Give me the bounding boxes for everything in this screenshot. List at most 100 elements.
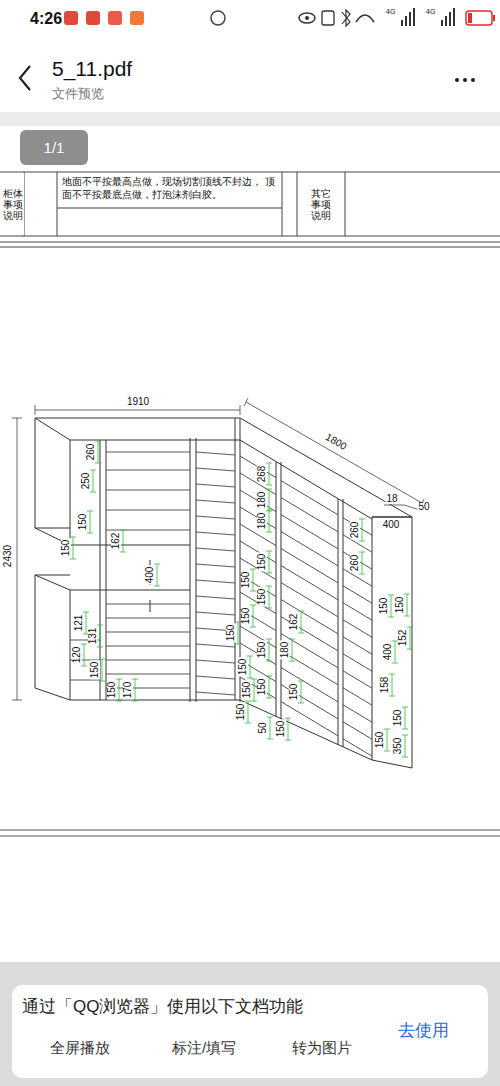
- dimension: 180: [257, 491, 267, 510]
- cell-text: 1/1: [44, 139, 65, 156]
- overall-dimension-lines-part: [384, 505, 420, 510]
- shelf-line: [240, 677, 276, 699]
- shelf-line: [343, 722, 372, 739]
- shelf-line: [343, 739, 372, 756]
- page-separator-part: [0, 830, 500, 836]
- status-icons-part: [402, 8, 414, 26]
- dimension: 150: [242, 681, 252, 700]
- cabinet-outline-part: [190, 438, 196, 702]
- shelf-line: [343, 637, 372, 654]
- shelf-line: [343, 620, 372, 637]
- cell-text: 其它 事项 说明: [311, 188, 331, 221]
- cabinet-outline-part: [100, 440, 106, 700]
- dimension: 400: [383, 643, 393, 662]
- dimension: 150: [78, 513, 88, 532]
- dimension: 150: [90, 661, 100, 680]
- signal-label: 4G: [426, 8, 435, 15]
- dimension: 150: [289, 683, 299, 702]
- status-icons-part: [466, 11, 492, 25]
- shelf-line: [240, 490, 276, 512]
- banner-text: 通过「QQ浏览器」使用以下文档功能: [22, 998, 303, 1017]
- cell-text: 柜体 事项 说明: [3, 188, 23, 221]
- shelf-line: [196, 564, 235, 567]
- dimension: 150: [61, 539, 71, 558]
- dimension: 150: [257, 678, 267, 697]
- shelf-line: [343, 688, 372, 705]
- dimension: 150: [257, 553, 267, 572]
- dimension: 268: [257, 465, 267, 484]
- shelf-line: [196, 580, 235, 583]
- shelf-line: [196, 596, 235, 599]
- feature-label: 标注/填写: [172, 1040, 236, 1057]
- shelf-line: [281, 634, 338, 668]
- dimension: 150: [379, 597, 389, 616]
- shelf-line: [281, 668, 338, 702]
- status-icons-part: [86, 11, 100, 25]
- status-icons-part: [493, 15, 495, 21]
- shelf-line: [106, 632, 190, 633]
- shelf-line: [196, 484, 235, 487]
- dimension: 180: [280, 641, 290, 660]
- dimension: 260: [350, 554, 360, 573]
- status-icons-part: [442, 8, 454, 26]
- dimension: 260: [86, 443, 96, 462]
- shelf-line: [343, 586, 372, 603]
- dimension: 150: [241, 571, 251, 590]
- shelf-line: [196, 644, 235, 647]
- shelf-line: [196, 660, 235, 663]
- cabinet-outline: [35, 418, 412, 768]
- status-icons-part: [108, 11, 122, 25]
- shelf-line: [196, 452, 235, 455]
- dimension: 150: [257, 641, 267, 660]
- overall-dimension-lines: [12, 398, 424, 700]
- overall-dimension-lines-part: [12, 418, 22, 700]
- feature-label: 全屏播放: [50, 1040, 110, 1057]
- banner-action: 去使用: [398, 1022, 449, 1041]
- dimension: 50: [258, 721, 268, 734]
- shelf-line: [281, 566, 338, 600]
- page-ground-part: [0, 962, 500, 1086]
- dimension: 400: [382, 520, 401, 530]
- shelf-line: [281, 549, 338, 583]
- cabinet-outline-part: [70, 700, 372, 760]
- dimension: 250: [81, 472, 91, 491]
- cabinet-outline-part: [276, 462, 343, 747]
- shelf-line: [196, 500, 235, 503]
- shelf-line: [196, 692, 235, 695]
- shelf-line: [343, 705, 372, 722]
- dimension: 152: [398, 629, 408, 648]
- status-time: 4:26: [30, 11, 62, 27]
- page-indicator: 1/1: [20, 130, 88, 165]
- signal-label: 4G: [386, 8, 395, 15]
- dimension: 150: [276, 720, 286, 739]
- status-icons-part: [356, 15, 374, 22]
- cell-text: 地面不平按最高点做，现场切割顶线不封边， 顶面不平按最底点做，打泡沫剂白胶。: [62, 175, 277, 201]
- cabinet-outline-part: [35, 418, 70, 545]
- cabinet-outline-part: [35, 528, 190, 590]
- shelf-line: [343, 671, 372, 688]
- shelf-line: [106, 646, 190, 647]
- dimension: 50: [417, 502, 430, 512]
- header-icons-part: [471, 78, 475, 82]
- shelf-line: [281, 583, 338, 617]
- overall-dimension-lines-part: [244, 398, 424, 507]
- dimension: 150: [395, 596, 405, 615]
- shelf-line: [343, 654, 372, 671]
- cabinet-outline-part: [70, 440, 372, 519]
- status-icons-part: [130, 11, 144, 25]
- status-icons-part: [211, 11, 225, 25]
- header-icons-part: [463, 78, 467, 82]
- spec-table: [0, 172, 500, 247]
- status-icons-part: [299, 13, 315, 23]
- dimension: 2430: [3, 544, 13, 568]
- cabinet-shelves: [70, 441, 413, 757]
- shelf-line: [196, 468, 235, 471]
- dimension: 121: [74, 614, 84, 633]
- dimension: 150: [375, 731, 385, 750]
- dimension: 170: [123, 681, 133, 700]
- feature-label: 转为图片: [292, 1040, 352, 1057]
- dimension: 180: [257, 512, 267, 531]
- dimension: 162: [289, 613, 299, 632]
- table-note-cell: 地面不平按最高点做，现场切割顶线不封边， 顶面不平按最底点做，打泡沫剂白胶。: [58, 173, 281, 207]
- dimension: 150: [107, 681, 117, 700]
